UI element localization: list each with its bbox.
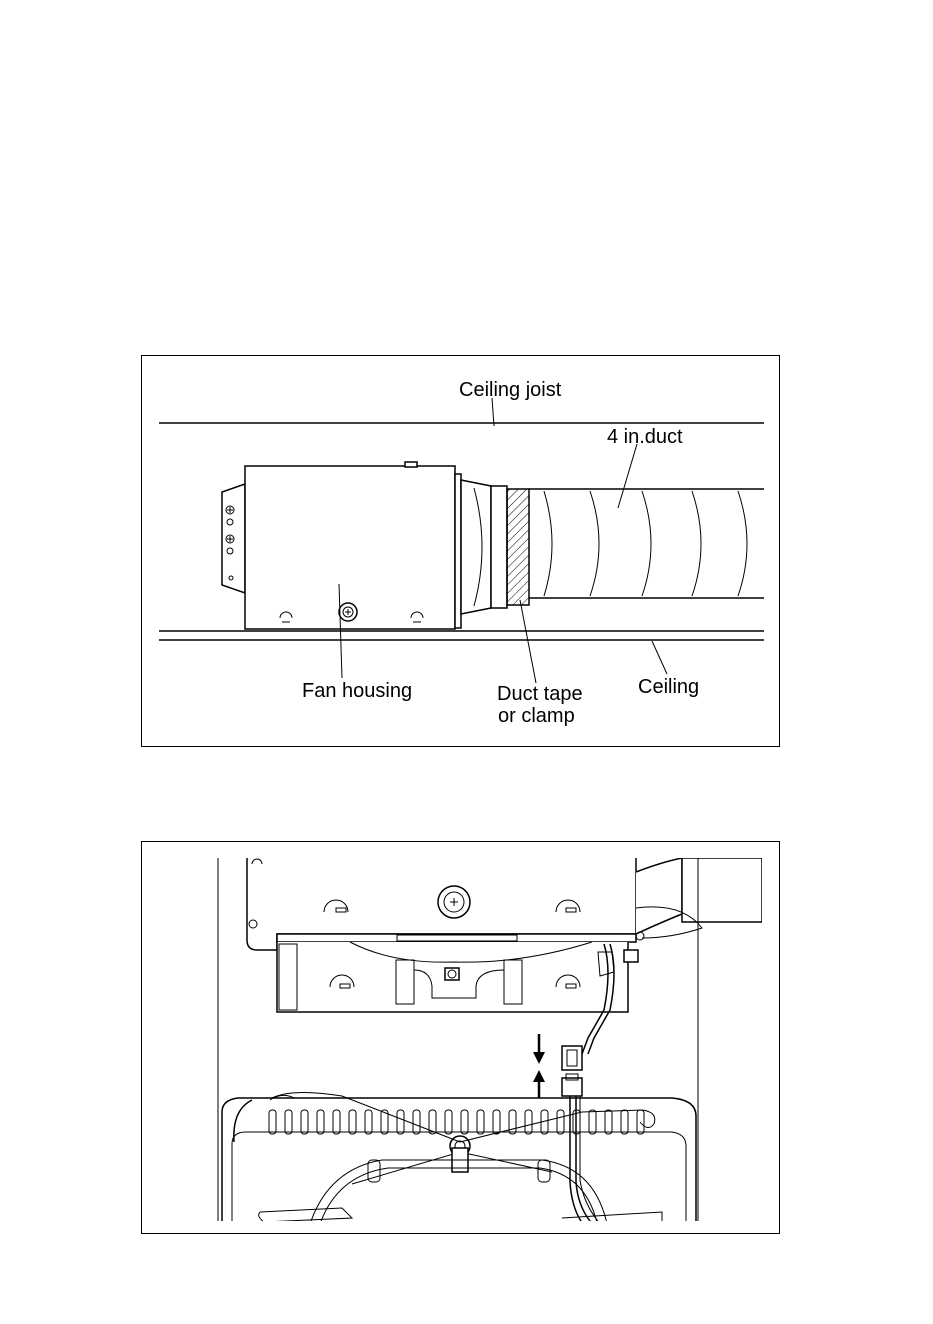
wiring-connection-drawing	[142, 842, 781, 1235]
duct-tape-band	[507, 489, 529, 605]
mounting-bracket	[222, 484, 245, 593]
plug-connector-female	[562, 1078, 582, 1096]
flex-duct	[529, 489, 764, 598]
label-ceiling: Ceiling	[638, 676, 699, 698]
leader-duct	[618, 444, 637, 508]
label-fan-housing: Fan housing	[302, 680, 412, 702]
figure-wiring-connection	[141, 841, 780, 1234]
label-duct-tape-line2: or clamp	[498, 705, 575, 727]
leader-ceiling-joist	[492, 398, 494, 426]
leader-ceiling	[652, 641, 667, 674]
duct-installation-drawing: Ceiling joist 4 in.duct Fan housing Duct…	[142, 356, 781, 748]
label-duct-tape-line1: Duct tape	[497, 683, 583, 705]
label-ceiling-joist: Ceiling joist	[459, 379, 562, 401]
figure-duct-installation: Ceiling joist 4 in.duct Fan housing Duct…	[141, 355, 780, 747]
arrow-down-icon	[533, 1034, 545, 1064]
leader-duct-tape	[520, 600, 536, 683]
fan-housing	[245, 462, 461, 629]
arrow-up-icon	[533, 1070, 545, 1100]
duct-collar	[461, 480, 507, 614]
fan-housing-bottom	[247, 852, 762, 1012]
grille-body	[222, 1092, 696, 1235]
ceiling-line	[159, 631, 764, 640]
label-duct: 4 in.duct	[607, 426, 683, 448]
